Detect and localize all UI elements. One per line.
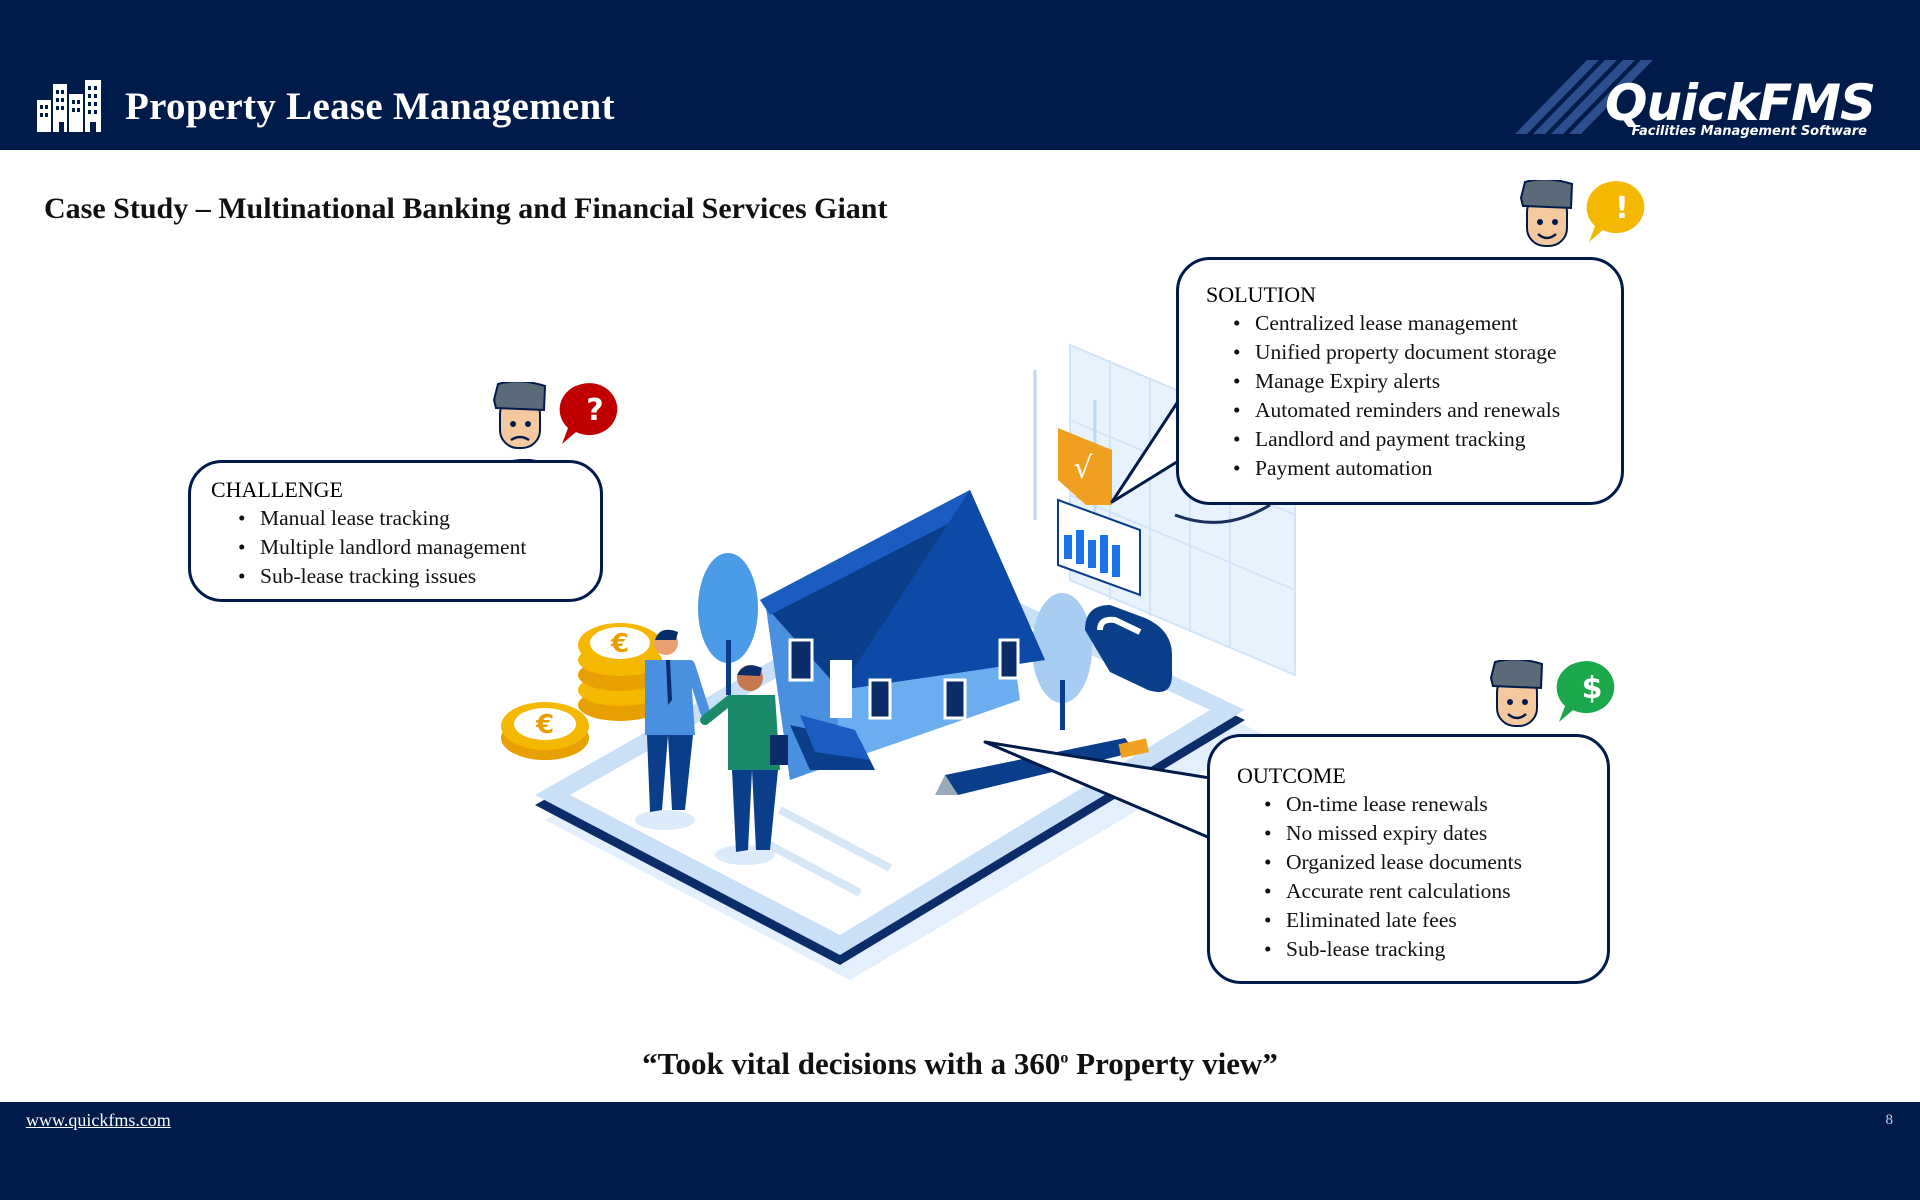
check-icon: √ (1073, 451, 1093, 486)
person-left (635, 629, 710, 830)
solution-list: Centralized lease management Unified pro… (1233, 309, 1621, 483)
solution-heading: SOLUTION (1206, 282, 1316, 307)
quote-text-end: Property view” (1068, 1046, 1278, 1081)
solution-callout: SOLUTION Centralized lease management Un… (1176, 257, 1624, 505)
outcome-heading: OUTCOME (1237, 763, 1346, 788)
logo-wordmark: QuickFMS (1604, 74, 1876, 132)
outcome-list: On-time lease renewals No missed expiry … (1264, 790, 1607, 964)
list-item: No missed expiry dates (1264, 819, 1607, 848)
list-item: Sub-lease tracking (1264, 935, 1607, 964)
list-item: Unified property document storage (1233, 338, 1621, 367)
testimonial-quote: “Took vital decisions with a 360o Proper… (0, 1046, 1920, 1082)
tree-right (1032, 593, 1092, 730)
buildings-icon (37, 80, 101, 132)
website-link[interactable]: www.quickfms.com (26, 1110, 171, 1130)
property-illustration: √ (501, 343, 1296, 980)
house (760, 490, 1045, 780)
list-item: On-time lease renewals (1264, 790, 1607, 819)
footer-bar: www.quickfms.com 8 (0, 1102, 1920, 1200)
lock-shape (1085, 605, 1172, 693)
logo-stripes-icon (1515, 60, 1653, 134)
list-item: Centralized lease management (1233, 309, 1621, 338)
check-card: √ (1058, 428, 1112, 505)
euro-icon: € (610, 629, 629, 659)
challenge-list: Manual lease tracking Multiple landlord … (238, 504, 600, 591)
dollar-icon: $ (1582, 671, 1603, 706)
list-item: Organized lease documents (1264, 848, 1607, 877)
list-item: Accurate rent calculations (1264, 877, 1607, 906)
challenge-callout: CHALLENGE Manual lease tracking Multiple… (188, 460, 603, 602)
exclamation-icon: ! (1615, 191, 1629, 226)
list-item: Manual lease tracking (238, 504, 600, 533)
list-item: Eliminated late fees (1264, 906, 1607, 935)
header-bar: Property Lease Management QuickFMS Facil… (0, 0, 1920, 150)
page-title: Property Lease Management (125, 85, 615, 128)
tree-left (698, 553, 758, 695)
logo-tagline: Facilities Management Software (1631, 124, 1867, 139)
list-item: Multiple landlord management (238, 533, 600, 562)
person-right (700, 665, 788, 865)
list-item: Automated reminders and renewals (1233, 396, 1621, 425)
outcome-callout: OUTCOME On-time lease renewals No missed… (1207, 734, 1610, 984)
page-number: 8 (1885, 1112, 1894, 1128)
coin-single: € (501, 702, 589, 760)
quote-degree: o (1060, 1049, 1069, 1067)
list-item: Landlord and payment tracking (1233, 425, 1621, 454)
dollar-badge: $ (1556, 661, 1615, 722)
list-item: Manage Expiry alerts (1233, 367, 1621, 396)
bar-chart-card (1057, 498, 1141, 597)
exclamation-badge: ! (1586, 181, 1645, 242)
list-item: Payment automation (1233, 454, 1621, 483)
quickfms-logo: QuickFMS Facilities Management Software (1515, 58, 1895, 143)
question-badge: ? (559, 383, 618, 444)
list-item: Sub-lease tracking issues (238, 562, 600, 591)
quote-text-start: “Took vital decisions with a 360 (642, 1046, 1061, 1081)
euro-icon: € (535, 710, 554, 740)
case-study-subtitle: Case Study – Multinational Banking and F… (44, 192, 888, 225)
coin-stack: € (578, 623, 662, 721)
question-icon: ? (586, 393, 603, 428)
challenge-heading: CHALLENGE (211, 477, 343, 502)
